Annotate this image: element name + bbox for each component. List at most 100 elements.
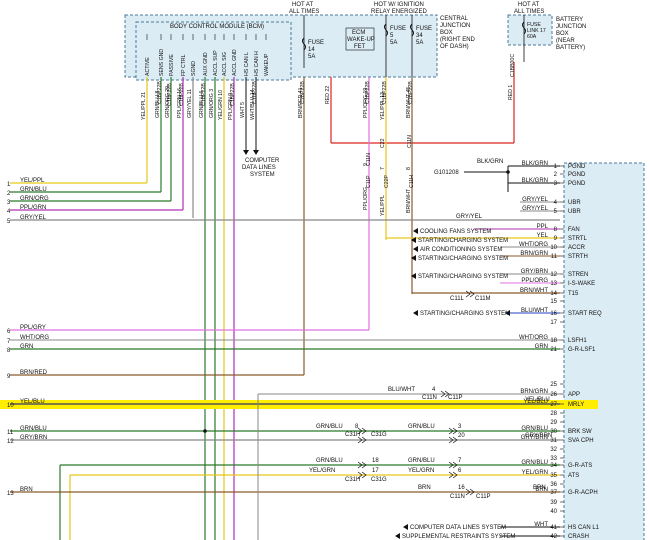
- connector-pin-name: STRTL: [568, 236, 588, 242]
- svg-text:FUSE: FUSE: [416, 26, 432, 32]
- ecm-connector-box: [563, 162, 645, 540]
- mid-connector-label: C11P: [448, 395, 463, 401]
- mid-connector-label: GRN/BLU: [408, 458, 435, 464]
- vertical-wire-label: YEL/PPL 13: [380, 92, 386, 120]
- connector-chevron-icon: [465, 488, 475, 496]
- left-wire-color: GRN: [20, 344, 33, 350]
- bcm-pin-label: ACCL SIG: [222, 52, 228, 76]
- vertical-wire-label: C1BP22B: [408, 81, 414, 104]
- connector-pin-wire: BRN/GRN: [520, 251, 548, 257]
- bcm-pin-label: HS CAN L: [244, 52, 250, 76]
- svg-text:WAKE-UP: WAKE-UP: [347, 37, 375, 43]
- connector-pin-number: 40: [550, 509, 557, 515]
- connector-chevron-icon: [448, 461, 458, 469]
- connector-pin-name: APP: [568, 392, 580, 398]
- connector-pin-number: 42: [550, 534, 557, 540]
- left-wire-color: PPL/GRN: [20, 205, 46, 211]
- left-wire-color: GRY/BRN: [20, 435, 47, 441]
- mid-connector-label: 20: [458, 433, 465, 439]
- connector-pin-name: PGND: [568, 164, 586, 170]
- left-wire-number: 10: [7, 403, 14, 409]
- bcm-pin-label: PASSIVE: [169, 54, 175, 76]
- fuse-link-17: FUSE LINK 17 60A: [522, 15, 546, 62]
- vertical-wire-label: C1BP22B: [230, 83, 236, 106]
- vertical-wire-label: GRN/ORG 29: [165, 86, 171, 118]
- mid-vertical-label: PPL/ORG: [363, 187, 369, 210]
- connector-pin-number: 21: [550, 347, 557, 353]
- mid-connector-label: C11N: [450, 494, 465, 500]
- vertical-wire-label: C1BP22B: [252, 81, 258, 104]
- svg-text:60A: 60A: [527, 34, 537, 40]
- connector-pin-wire: BLK/GRN: [522, 178, 548, 184]
- left-wire-color: GRY/YEL: [20, 215, 47, 221]
- connector-pin-name: G-R-ACPH: [568, 490, 598, 496]
- connector-pin-name: SVA CPH: [568, 438, 594, 444]
- hot-right-label-2: ALL TIMES: [514, 9, 544, 15]
- connector-pin-number: 31: [550, 438, 557, 444]
- bcm-pin-label: SENS GND: [159, 49, 165, 76]
- svg-text:5: 5: [390, 33, 394, 39]
- system-ref-label: COMPUTER DATA LINES SYSTEM: [410, 525, 506, 531]
- mid-vertical-label: C11N: [366, 153, 372, 166]
- connector-pin-number: 33: [550, 456, 557, 462]
- connector-pin-name: G-R-ATS: [568, 463, 592, 469]
- system-ref-label: STARTING/CHARGING SYSTEM: [418, 274, 508, 280]
- left-wire-color: BRN/RED: [20, 370, 48, 376]
- connector-pin-number: 9: [554, 236, 558, 242]
- connector-pin-number: 2: [554, 172, 558, 178]
- mid-connector-label: 6: [458, 468, 462, 474]
- connector-pin-wire: BLU/WHT: [521, 308, 548, 314]
- battery-junction-box: [507, 14, 553, 46]
- mid-connector-label: C11N: [422, 395, 437, 401]
- system-ref-label: STARTING/CHARGING SYSTEM: [420, 311, 510, 317]
- mid-connector-label: C11P: [476, 494, 491, 500]
- mid-connector-label: 16: [458, 485, 465, 491]
- mid-vertical-label: C11N: [407, 135, 413, 148]
- hot-ignition-label: HOT W/ IGNITION: [374, 2, 424, 8]
- hot-at-all-times-label-2: ALL TIMES: [289, 9, 319, 15]
- connector-pin-wire: BRN: [535, 487, 548, 493]
- connector-pin-name: PGND: [568, 181, 586, 187]
- connector-pin-number: 8: [554, 227, 558, 233]
- bjb-label-1: BATTERY: [556, 17, 583, 23]
- connector-pin-number: 41: [550, 525, 557, 531]
- connector-pin-name: UBR: [568, 209, 581, 215]
- svg-text:FUSE: FUSE: [390, 26, 406, 32]
- mid-connector-label: 18: [372, 458, 379, 464]
- connector-pin-name: ACCR: [568, 245, 586, 251]
- system-ref-label: AIR CONDITIONING SYSTEM: [420, 247, 502, 253]
- left-wire-number: 1: [7, 182, 11, 188]
- connector-pin-wire: GRY/YEL: [522, 206, 549, 212]
- connector-pin-number: 32: [550, 447, 557, 453]
- connector-pin-wire: GRY/YEL: [522, 197, 549, 203]
- connector-chevron-icon: [448, 471, 458, 479]
- mid-vertical-label: C22: [380, 138, 386, 148]
- connector-pin-wire: YEL/GRN: [522, 470, 548, 476]
- left-wire-number: 5: [7, 219, 11, 225]
- svg-text:ECM: ECM: [352, 30, 365, 36]
- connector-pin-name: HS CAN L1: [568, 525, 600, 531]
- fuse-34: FUSE 34 5A: [410, 15, 432, 80]
- mid-connector-label: C31H: [345, 432, 360, 438]
- left-wire-color: WHT/ORG: [20, 335, 49, 341]
- cdl-label-2: DATA LINES: [242, 165, 276, 171]
- mid-connector-label: C31G: [371, 477, 387, 483]
- cdl-label-1: COMPUTER: [245, 158, 280, 164]
- vertical-wire-label: GRN/BLU 6: [199, 90, 205, 118]
- mid-vertical-label: C11H: [409, 175, 415, 188]
- connector-chevron-icon: [357, 427, 367, 435]
- svg-text:5A: 5A: [390, 40, 397, 46]
- connector-pin-number: 11: [551, 254, 558, 260]
- mid-vertical-label: 9: [363, 163, 369, 166]
- arrow-down-icon: [253, 150, 259, 155]
- mid-connector-label: 3: [458, 424, 462, 430]
- arrow-left-icon: [395, 533, 400, 539]
- connector-pin-wire: BRN/WHT: [520, 288, 548, 294]
- mid-vertical-label: C11P: [366, 175, 372, 188]
- vertical-wire-label: PPL/GRN 9: [228, 93, 234, 120]
- bcm-pin-label: SGND: [191, 61, 197, 76]
- mid-connector-label: BRN: [533, 485, 546, 491]
